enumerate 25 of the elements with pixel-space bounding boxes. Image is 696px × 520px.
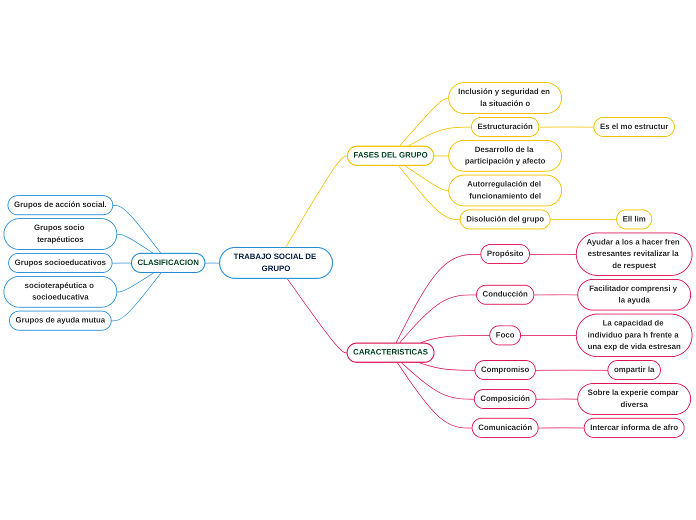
connector bbox=[529, 254, 577, 255]
connector bbox=[398, 294, 478, 344]
connector bbox=[535, 370, 609, 371]
connector bbox=[534, 294, 578, 296]
connector bbox=[204, 262, 220, 264]
connector bbox=[400, 362, 475, 400]
connector bbox=[112, 205, 162, 254]
connector bbox=[286, 278, 348, 354]
connector bbox=[398, 98, 450, 147]
connector bbox=[407, 126, 472, 147]
connector bbox=[116, 234, 154, 254]
connector bbox=[398, 165, 461, 220]
connector bbox=[404, 165, 450, 192]
connector bbox=[112, 262, 132, 264]
connector bbox=[550, 219, 618, 220]
connector bbox=[538, 126, 595, 128]
connector bbox=[111, 272, 162, 322]
connector bbox=[520, 335, 577, 336]
connector bbox=[418, 335, 490, 344]
connector bbox=[395, 254, 482, 344]
connector bbox=[536, 398, 578, 400]
connector bbox=[285, 156, 348, 248]
connector bbox=[396, 362, 473, 428]
connector bbox=[116, 272, 154, 292]
connector bbox=[418, 362, 476, 371]
